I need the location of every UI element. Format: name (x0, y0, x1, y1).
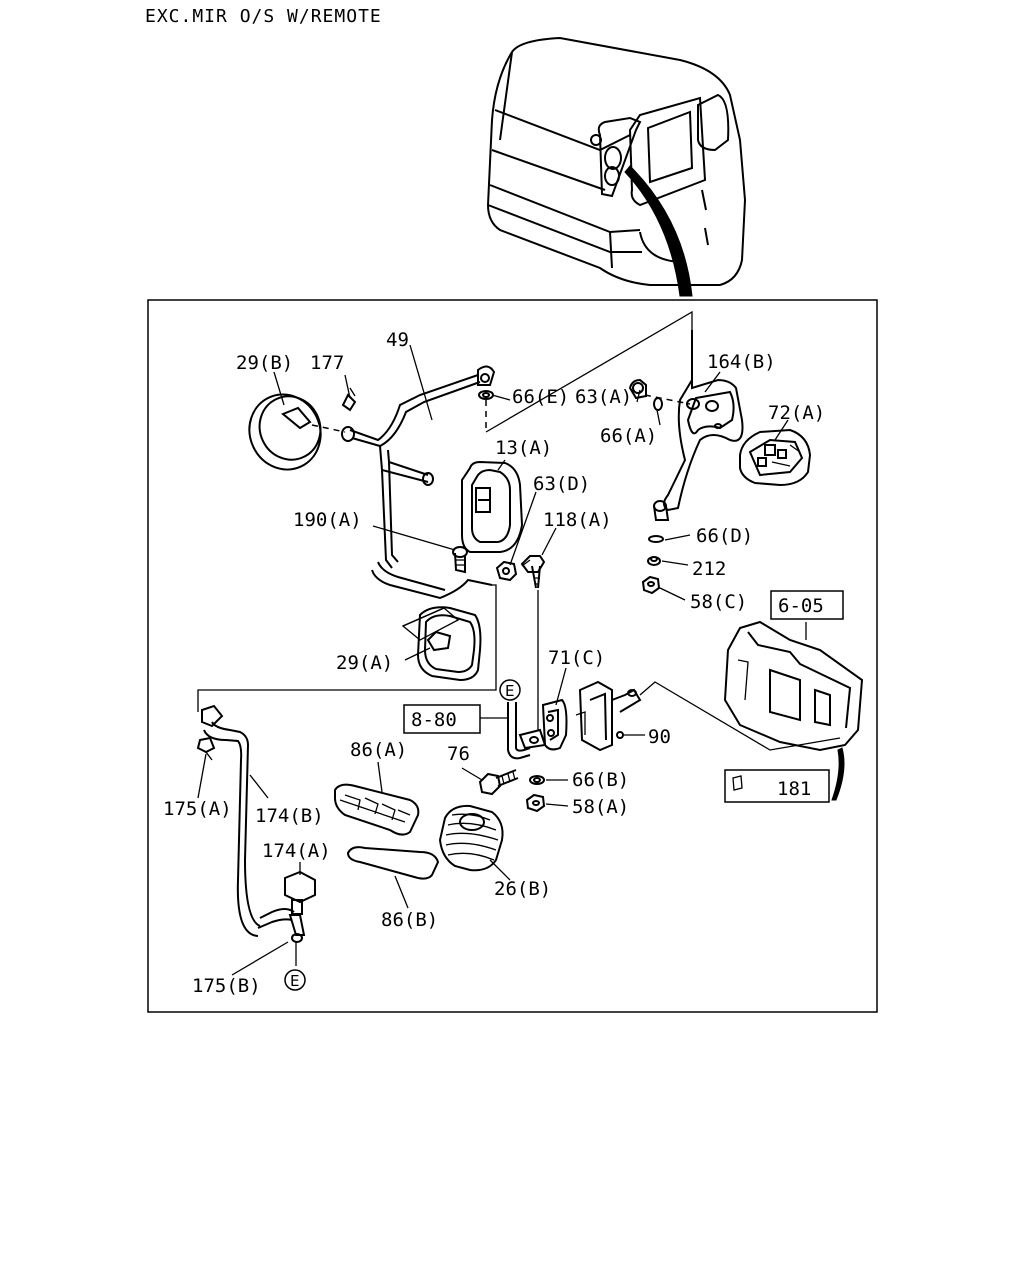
mirror-29b (248, 393, 346, 471)
label-174a: 174(A) (262, 840, 331, 862)
bracket-90 (575, 680, 841, 752)
diagram-frame (147, 299, 878, 1013)
label-86a: 86(A) (350, 739, 407, 761)
ref-box-8-80 (403, 704, 481, 734)
label-66a: 66(A) (600, 425, 657, 447)
label-90: 90 (648, 726, 671, 748)
label-58c: 58(C) (690, 591, 747, 613)
label-118a: 118(A) (543, 509, 612, 531)
label-63a: 63(A) (575, 386, 632, 408)
garnish-86b (346, 846, 440, 880)
washer-66e (478, 310, 693, 433)
body-panel-6-05 (723, 620, 864, 752)
clip-177 (341, 387, 357, 412)
washer-66b (529, 775, 545, 785)
nut-58a (525, 793, 546, 813)
marker-e-lower-label: E (290, 972, 299, 990)
harness-174b (196, 704, 261, 937)
washer-66d (648, 535, 664, 543)
washer-212 (647, 556, 661, 566)
label-29a: 29(A) (336, 652, 393, 674)
truck-cab-illustration (486, 36, 747, 297)
diagram-title: EXC.MIR O/S W/REMOTE (145, 6, 382, 27)
boot-26b (438, 804, 504, 872)
label-8-80: 8-80 (411, 709, 457, 731)
mirror-stay-49 (341, 365, 496, 600)
label-76: 76 (447, 743, 470, 765)
mirror-housing-13a (461, 460, 524, 553)
label-190a: 190(A) (293, 509, 362, 531)
nut-58c (641, 575, 661, 595)
nut-63a (628, 378, 647, 400)
label-66b: 66(B) (572, 769, 629, 791)
label-63d: 63(D) (533, 473, 590, 495)
callout-arrow-181 (831, 747, 845, 801)
label-58a: 58(A) (572, 796, 629, 818)
label-6-05: 6-05 (778, 595, 824, 617)
label-175a: 175(A) (163, 798, 232, 820)
label-177: 177 (310, 352, 344, 374)
mirror-29a (401, 606, 482, 682)
label-29b: 29(B) (236, 352, 293, 374)
garnish-86a (334, 783, 420, 836)
label-72a: 72(A) (768, 402, 825, 424)
clip-icon-181 (732, 775, 743, 791)
bracket-164b (653, 330, 744, 521)
bolt-190a (452, 546, 468, 574)
label-164b: 164(B) (707, 351, 776, 373)
marker-e-upper-label: E (505, 682, 514, 700)
label-66e: 66(E) (512, 386, 569, 408)
label-174b: 174(B) (255, 805, 324, 827)
pipe-8-80 (507, 702, 531, 760)
nut-63d (495, 560, 518, 582)
cover-72a (739, 428, 812, 487)
ref-box-6-05 (770, 590, 844, 620)
label-13a: 13(A) (495, 437, 552, 459)
marker-e-lower: E (284, 969, 306, 991)
marker-e-upper: E (499, 679, 521, 701)
label-49: 49 (386, 329, 409, 351)
label-26b: 26(B) (494, 878, 551, 900)
bolt-118a (520, 555, 546, 589)
label-66d: 66(D) (696, 525, 753, 547)
label-175b: 175(B) (192, 975, 261, 997)
washer-66a (644, 394, 691, 411)
label-86b: 86(B) (381, 909, 438, 931)
label-71c: 71(C) (548, 647, 605, 669)
bracket-71c (518, 698, 568, 751)
label-181: 181 (777, 778, 811, 800)
leader-lines (197, 344, 789, 976)
label-212: 212 (692, 558, 726, 580)
harness-174a (257, 870, 316, 943)
bolt-76 (478, 769, 519, 796)
